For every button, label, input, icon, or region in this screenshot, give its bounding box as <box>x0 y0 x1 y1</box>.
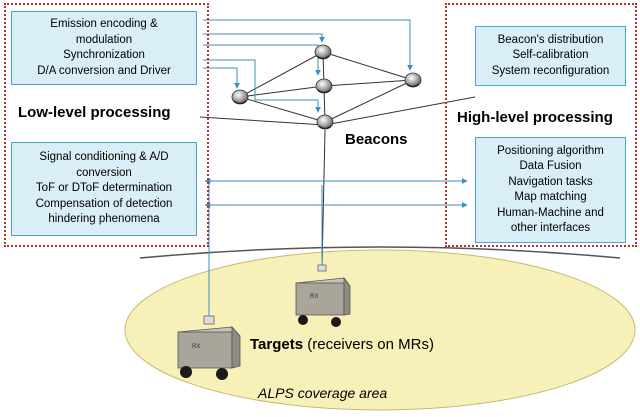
rx-label-2: RX <box>192 344 200 350</box>
high-function-2: Data Fusion <box>519 160 582 172</box>
targets-caption-bold: Targets <box>250 336 304 353</box>
receiver-function-3: ToF or DToF determination <box>35 182 173 195</box>
beacon-function-3: Synchronization <box>63 49 145 61</box>
beacon-high-function-2: Self-calibration <box>512 49 589 62</box>
beacon-high-function-1: Beacon's distribution <box>497 33 604 46</box>
beacon-2 <box>314 44 332 60</box>
coverage-top-rim <box>139 246 621 259</box>
low-level-frame <box>4 3 209 247</box>
beacon-feed-arrows <box>203 19 413 113</box>
beacon-function-4: D/A conversion and Driver <box>37 64 171 77</box>
low-level-heading: Low-level processing <box>18 104 171 121</box>
beacon-high-functions-box: Beacon's distribution Self-calibration S… <box>475 26 626 86</box>
rx-label-1: RX <box>310 294 318 300</box>
high-functions-box: Positioning algorithm Data Fusion Naviga… <box>475 137 626 243</box>
receiver-function-5: hindering phenomena <box>48 213 160 226</box>
high-function-5: Human-Machine and <box>497 206 604 219</box>
beacon-function-1: Emission encoding & <box>50 18 158 30</box>
high-level-heading: High-level processing <box>457 109 613 126</box>
receiver-function-4: Compensation of detection <box>35 197 173 210</box>
beacon-5 <box>404 72 422 88</box>
high-function-1: Positioning algorithm <box>497 144 604 157</box>
coverage-area-label: ALPS coverage area <box>258 385 388 401</box>
beacon-3 <box>315 78 333 94</box>
targets-caption: Targets (receivers on MRs) <box>250 336 434 353</box>
receiver-function-1: Signal conditioning & A/D <box>39 151 169 164</box>
beacon-1 <box>231 89 249 105</box>
targets-caption-rest: (receivers on MRs) <box>303 336 434 353</box>
beacon-4 <box>316 114 334 130</box>
receiver-function-2: conversion <box>76 166 132 179</box>
beacon-high-function-3: System reconfiguration <box>491 64 610 77</box>
beacon-functions-box: Emission encoding & modulation Synchroni… <box>11 11 197 85</box>
beacons-label: Beacons <box>345 131 408 148</box>
receiver-functions-box: Signal conditioning & A/D conversion ToF… <box>11 142 197 236</box>
high-function-3: Navigation tasks <box>508 175 593 188</box>
high-level-frame <box>445 3 637 247</box>
high-function-6: other interfaces <box>510 222 591 234</box>
beacon-function-2: modulation <box>75 33 133 46</box>
robot-receiver-1: RX <box>295 264 351 327</box>
beacon-network <box>199 51 476 269</box>
coverage-area <box>124 249 636 411</box>
receiver-arrows <box>204 178 468 318</box>
robot-receiver-2: RX <box>177 315 241 380</box>
high-function-4: Map matching <box>514 191 587 203</box>
